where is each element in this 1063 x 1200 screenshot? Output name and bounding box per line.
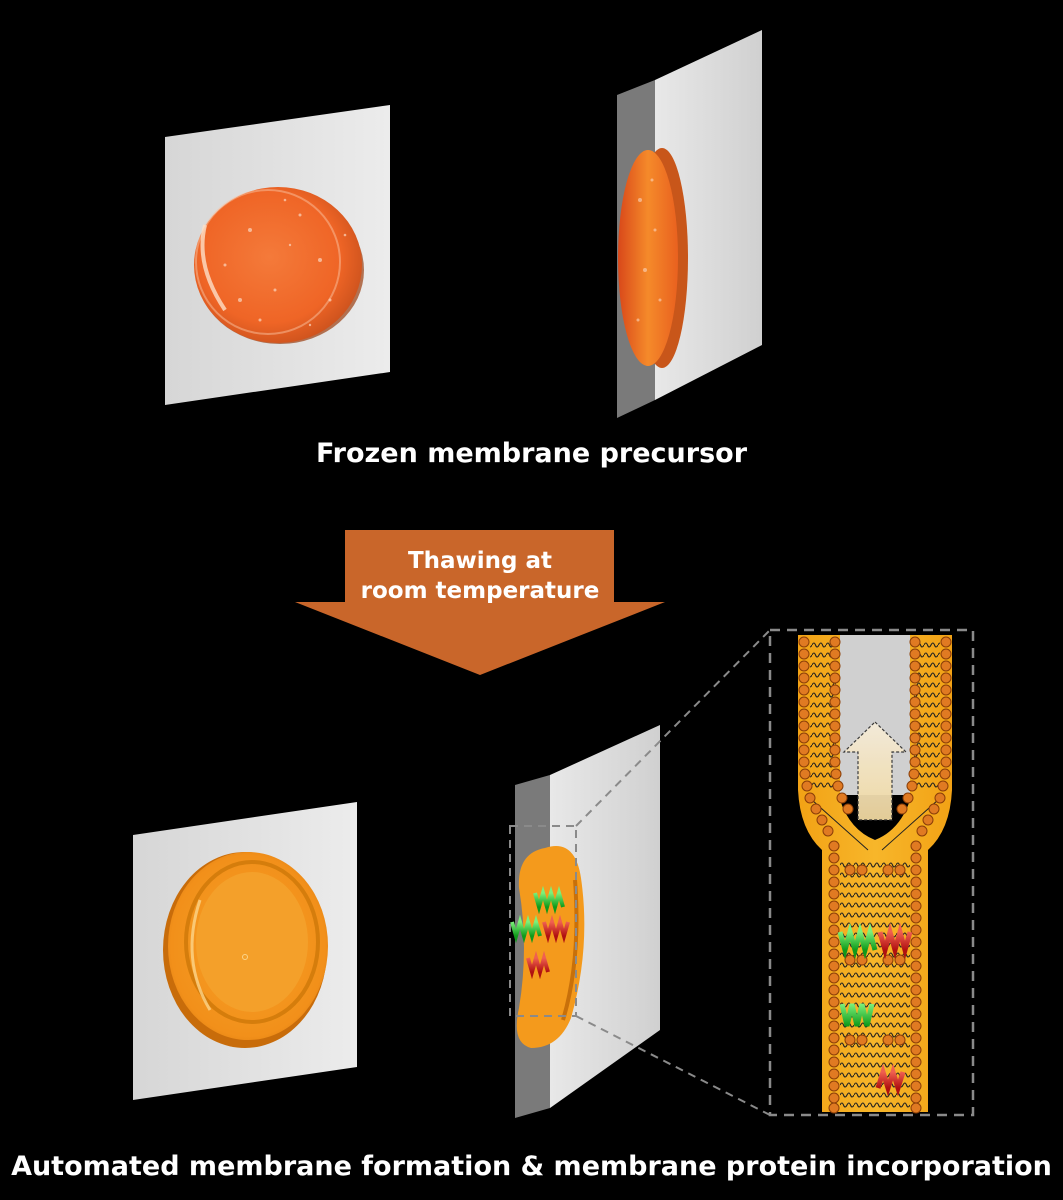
- zoom-source-box: [509, 825, 577, 1017]
- bilayer-zoom-inset: [768, 628, 975, 1117]
- frozen-disc-rim: [195, 189, 341, 335]
- frozen-side-view: [617, 30, 762, 418]
- lipid-tails-lower: [840, 860, 910, 1112]
- ice-speckles: [223, 198, 347, 327]
- frozen-precursor-caption: Frozen membrane precursor: [315, 438, 748, 469]
- protein-red-2: [526, 950, 550, 980]
- frozen-front-view: [165, 105, 390, 405]
- membrane-formation-caption: Automated membrane formation & membrane …: [11, 1151, 1052, 1182]
- protein-red-1: [542, 914, 570, 944]
- membrane-side-shadow: [561, 879, 579, 1021]
- thawing-arrow: [295, 530, 665, 675]
- membrane-inner: [196, 872, 308, 1012]
- protein-green-1: [533, 885, 565, 915]
- support-panel: [550, 725, 660, 1108]
- arrow-label-line1: Thawing at: [407, 548, 553, 574]
- lipid-heads: [798, 636, 952, 1114]
- frozen-disc-side: [618, 150, 678, 366]
- zoom-line-top: [575, 629, 771, 827]
- thawing-arrow-label: Thawing at room temperature: [330, 546, 630, 606]
- zoom-protein-red-2: [875, 1063, 906, 1097]
- membrane-center-dot: [242, 954, 248, 960]
- growth-arrow: [842, 721, 908, 821]
- membrane-front-view: [133, 802, 357, 1100]
- zoom-protein-green-2: [839, 1003, 875, 1027]
- membrane-ring: [184, 860, 320, 1024]
- ice-speckles-side: [636, 178, 662, 322]
- frozen-disc: [194, 187, 362, 343]
- frozen-disc-highlight: [200, 224, 227, 312]
- zoom-protein-red-1: [877, 922, 913, 960]
- protein-green-2: [510, 914, 542, 944]
- membrane-side-view: [509, 629, 771, 1118]
- membrane-highlight: [190, 899, 212, 1011]
- zoom-protein-green-1: [837, 922, 878, 960]
- zoom-inset-box: [768, 628, 975, 1117]
- arrow-label-line2: room temperature: [360, 578, 600, 604]
